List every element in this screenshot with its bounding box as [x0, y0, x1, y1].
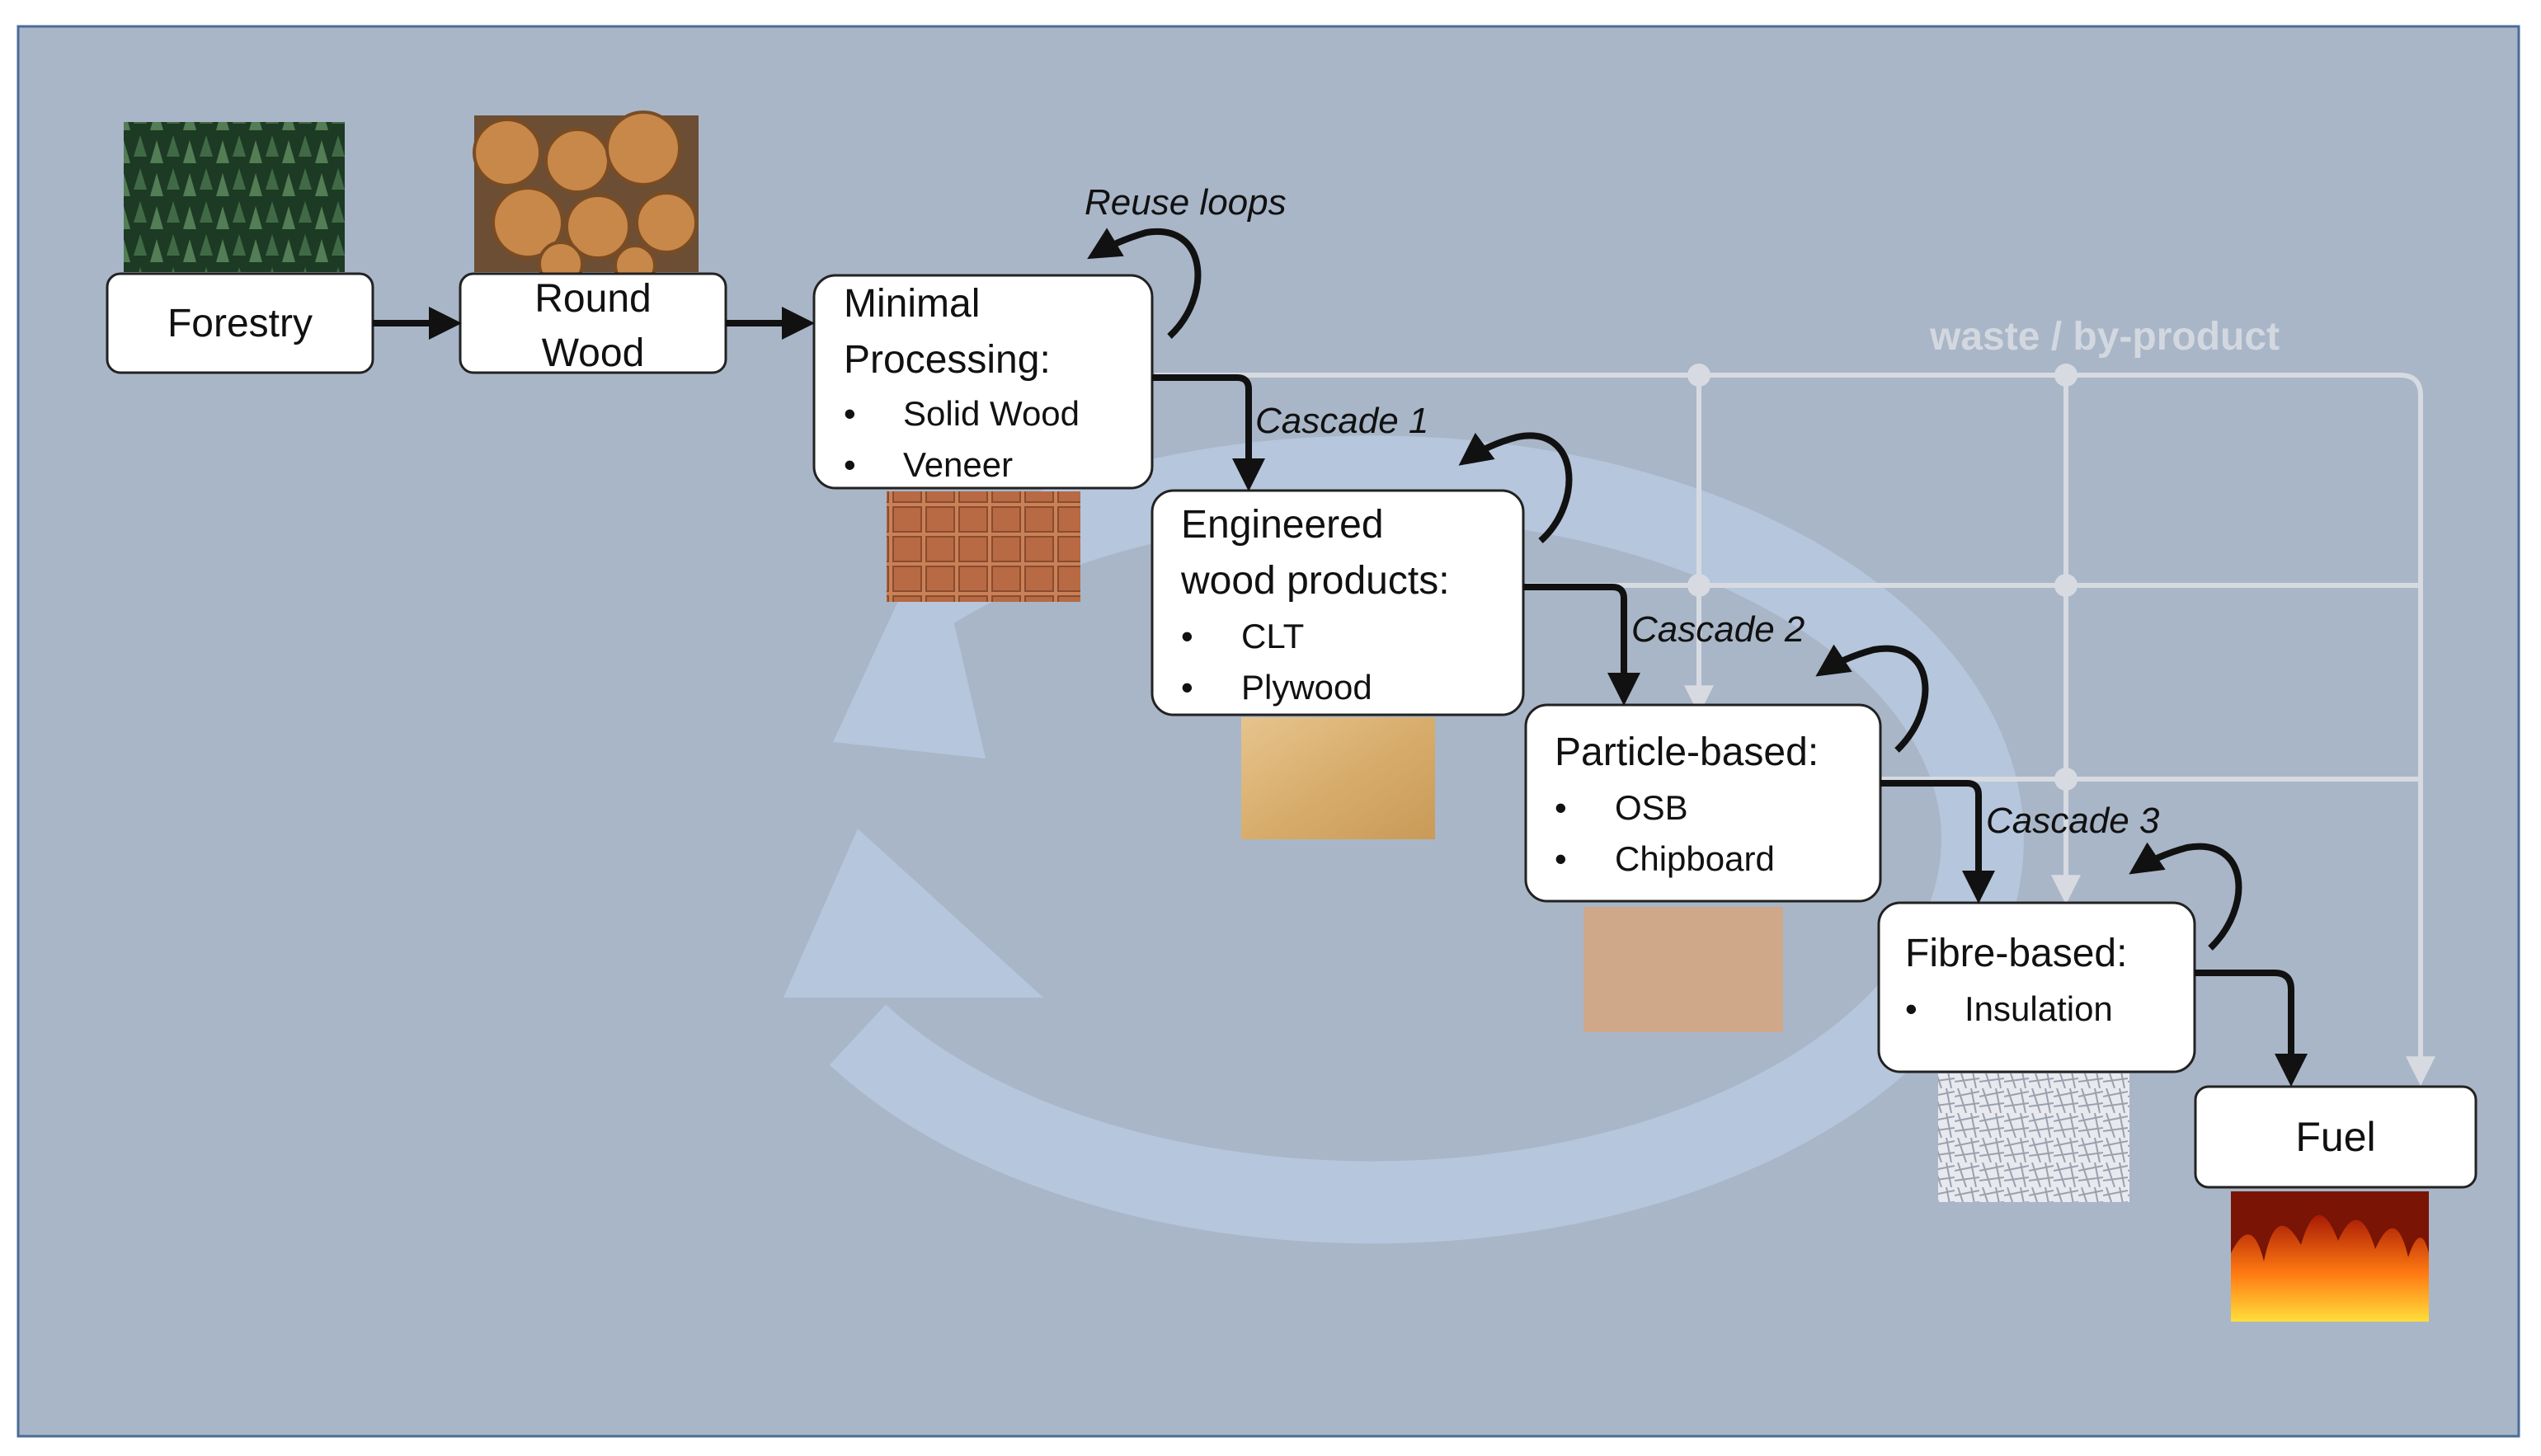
- stage-forestry: Forestry: [106, 272, 374, 374]
- svg-text:wood products:: wood products:: [1180, 559, 1450, 603]
- plywood-image: [1241, 717, 1435, 839]
- cascade-1-label: Cascade 1: [1255, 401, 1428, 441]
- waste-grid: [1155, 373, 2435, 1087]
- svg-text:Engineered: Engineered: [1181, 503, 1384, 547]
- cascade-3-label: Cascade 3: [1986, 801, 2160, 841]
- reuse-loop-arrows: [1087, 228, 2242, 951]
- stage-particle-based: Particle-based: • OSB • Chipboard: [1524, 703, 1882, 903]
- svg-text:•: •: [1555, 788, 1567, 827]
- svg-text:Veneer: Veneer: [903, 445, 1013, 484]
- svg-text:Minimal: Minimal: [844, 282, 980, 326]
- cascade-2-label: Cascade 2: [1631, 609, 1805, 650]
- fibre-insulation-image: [1938, 1073, 2129, 1202]
- svg-text:CLT: CLT: [1241, 617, 1304, 655]
- svg-text:Processing:: Processing:: [844, 338, 1051, 382]
- svg-text:•: •: [844, 394, 856, 433]
- svg-text:Wood: Wood: [542, 331, 645, 375]
- flames-image: [2231, 1191, 2429, 1322]
- lumber-stack-image: [887, 491, 1080, 602]
- forest-image: [124, 122, 345, 272]
- svg-text:•: •: [1181, 668, 1193, 707]
- waste-label: waste / by-product: [1929, 315, 2280, 359]
- reuse-loops-label: Reuse loops: [1085, 182, 1287, 223]
- svg-text:Round: Round: [534, 277, 651, 321]
- svg-text:•: •: [844, 445, 856, 484]
- stage-minimal-processing: Minimal Processing: • Solid Wood • Venee…: [812, 274, 1154, 490]
- chipboard-image: [1583, 907, 1783, 1032]
- flow-arrows: [373, 307, 2308, 1087]
- svg-text:Insulation: Insulation: [1965, 989, 2113, 1028]
- stage-engineered-wood: Engineered wood products: • CLT • Plywoo…: [1151, 489, 1525, 716]
- svg-text:Particle-based:: Particle-based:: [1555, 730, 1819, 774]
- svg-text:Plywood: Plywood: [1241, 668, 1372, 707]
- svg-text:Fibre-based:: Fibre-based:: [1905, 932, 2127, 975]
- svg-text:OSB: OSB: [1615, 788, 1688, 827]
- waste-grid-nodes: [1687, 364, 2078, 791]
- log-pile-image: [473, 110, 699, 287]
- svg-text:Forestry: Forestry: [167, 302, 313, 345]
- stage-fibre-based: Fibre-based: • Insulation: [1877, 901, 2196, 1073]
- svg-text:Fuel: Fuel: [2295, 1114, 2375, 1160]
- stage-roundwood: Round Wood: [459, 272, 727, 375]
- svg-text:•: •: [1905, 989, 1918, 1028]
- svg-text:•: •: [1555, 839, 1567, 878]
- circular-arrow-head-top: [833, 528, 986, 759]
- stage-fuel: Fuel: [2194, 1085, 2477, 1189]
- svg-text:Solid Wood: Solid Wood: [903, 394, 1080, 433]
- circular-arrow-head-bottom: [783, 829, 1043, 998]
- svg-text:•: •: [1181, 617, 1193, 655]
- svg-text:Chipboard: Chipboard: [1615, 839, 1775, 878]
